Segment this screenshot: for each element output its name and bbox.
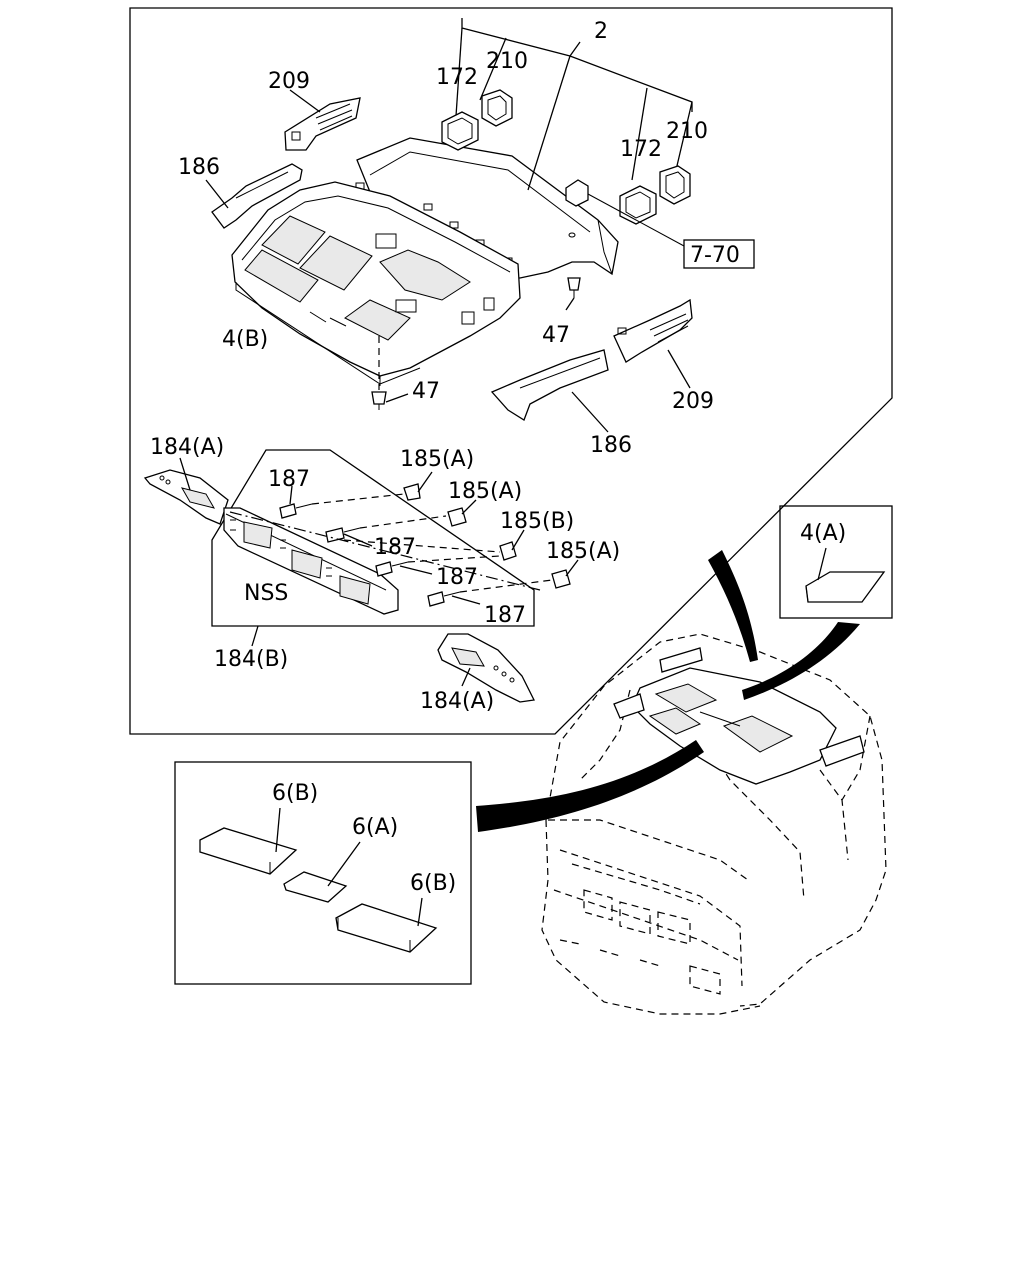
clip-47-bottom [371,336,409,410]
console-frame [211,449,535,627]
trim-209-left [284,89,361,151]
label-6b-bottom: 6(B) [410,871,456,896]
label-assembly-2: 2 [594,19,608,44]
label-209-top: 209 [268,69,310,94]
console-184a-left [143,457,229,525]
label-186-bottom: 186 [590,433,632,458]
console-184b-leader [251,625,259,647]
label-47-bottom: 47 [412,379,440,404]
label-6b-top: 6(B) [272,781,318,806]
label-172-left: 172 [436,65,478,90]
label-185a-1: 185(A) [400,447,474,472]
label-185a-2: 185(A) [448,479,522,504]
roof-lining-panel [355,137,619,279]
label-210-left: 210 [486,49,528,74]
console-184b [223,507,399,615]
label-184a-left: 184(A) [150,435,224,460]
connector-part [565,179,685,247]
ref-box [683,239,755,269]
label-209-bottom: 209 [672,389,714,414]
label-187-2: 187 [374,535,416,560]
label-186-top: 186 [178,155,220,180]
clip-47-center [565,277,581,311]
label-184a-right: 184(A) [420,689,494,714]
lower-lining-4b [231,181,521,386]
label-185a-3: 185(A) [546,539,620,564]
pad-6-box [174,761,472,985]
label-184b: 184(B) [214,647,288,672]
label-ref-7-70: 7-70 [690,243,740,268]
label-47-center: 47 [542,323,570,348]
pad-6a-shape [283,841,361,903]
label-210-right: 210 [666,119,708,144]
pad-6b-bottom-shape [335,897,438,953]
label-187-3: 187 [436,565,478,590]
pad-4a-shape [805,547,886,603]
pad-4a-box [779,505,893,619]
assembly-2-bracket [455,18,693,191]
cab-lining-detail [613,647,865,785]
insulator-172-right [619,185,657,225]
pointer-arrows [476,550,860,832]
trim-186-left [205,163,303,229]
screws-and-clips [229,471,579,607]
insulator-172-left [441,111,479,151]
label-4b: 4(B) [222,327,268,352]
grommet-210-left [481,89,513,127]
trim-186-right [490,349,609,433]
label-185b: 185(B) [500,509,574,534]
label-172-right: 172 [620,137,662,162]
label-187-1: 187 [268,467,310,492]
labels: 2 172 210 209 186 172 210 7-70 4(B) 47 4… [150,19,846,896]
pad-6b-top-shape [199,807,298,875]
label-nss: NSS [244,581,288,606]
label-6a: 6(A) [352,815,398,840]
label-187-4: 187 [484,603,526,628]
console-184a-right [437,633,535,703]
label-4a: 4(A) [800,521,846,546]
grommet-210-right [659,165,691,205]
trim-209-right [613,298,693,389]
